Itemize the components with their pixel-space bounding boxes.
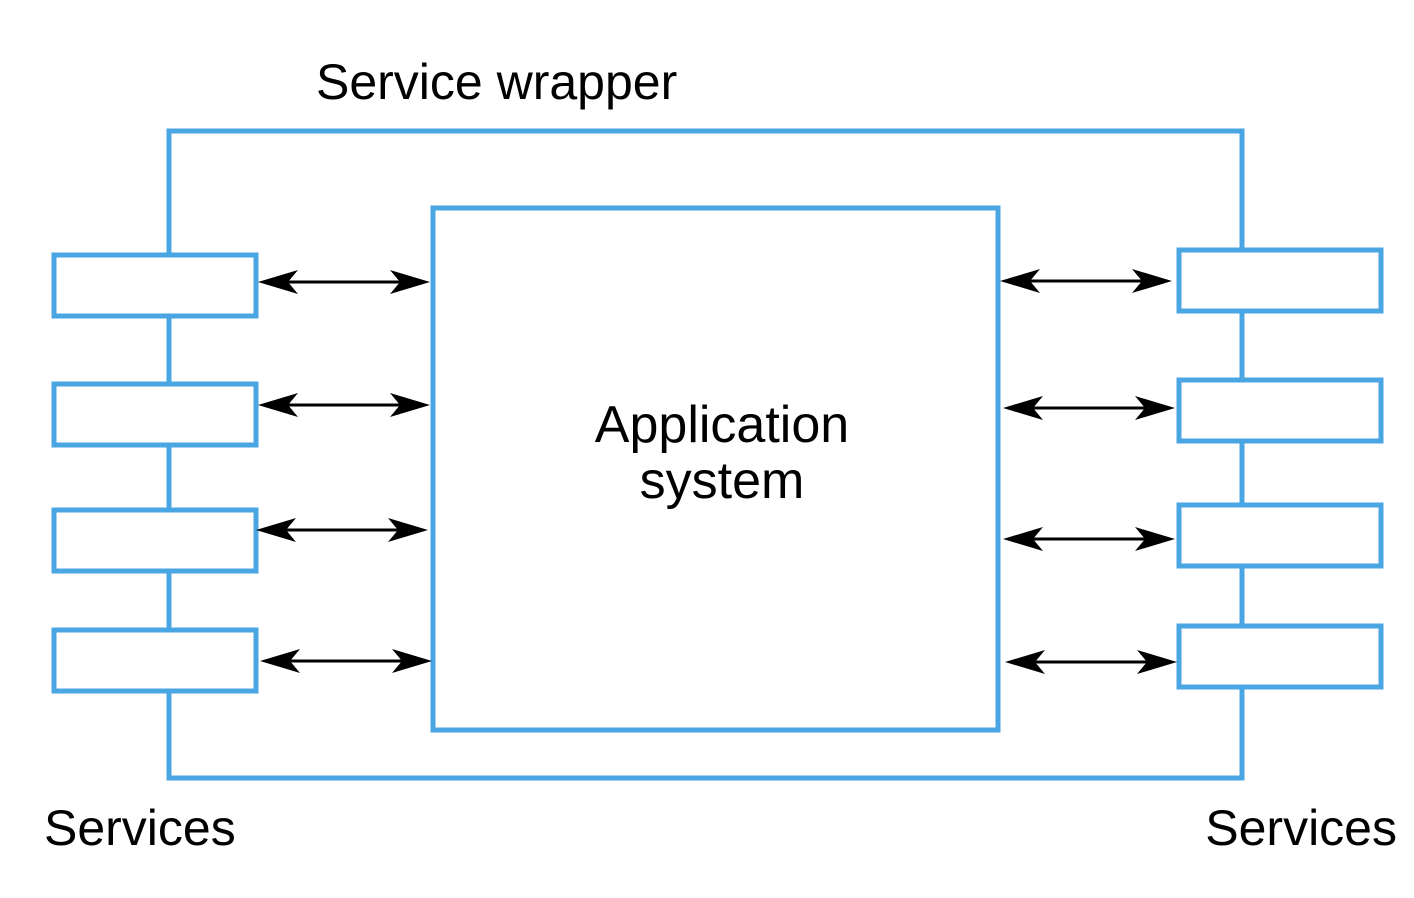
right-service-box-4 [1176, 623, 1384, 690]
left-service-box-4 [51, 627, 259, 694]
left-service-box-3 [51, 507, 259, 574]
application-system-box [430, 205, 1001, 733]
service-wrapper-label: Service wrapper [316, 54, 677, 110]
right-arrow-2 [1003, 396, 1175, 420]
left-service-box-2 [51, 381, 259, 448]
left-arrow-1 [258, 270, 430, 294]
left-arrow-3 [256, 518, 428, 542]
right-arrow-4 [1005, 650, 1177, 674]
right-service-box-3 [1176, 502, 1384, 569]
right-arrow-1 [1000, 269, 1172, 293]
left-arrow-4 [260, 649, 432, 673]
application-system-label-line2: system [640, 452, 805, 510]
right-services-label: Services [1205, 800, 1397, 856]
right-arrow-3 [1003, 527, 1175, 551]
left-services-label: Services [44, 800, 236, 856]
left-arrow-2 [258, 393, 430, 417]
left-service-box-1 [51, 252, 259, 319]
application-system-label-line1: Application [595, 396, 849, 454]
right-service-box-2 [1176, 377, 1384, 444]
service-wrapper-box [166, 128, 1245, 781]
right-service-box-1 [1176, 247, 1384, 314]
